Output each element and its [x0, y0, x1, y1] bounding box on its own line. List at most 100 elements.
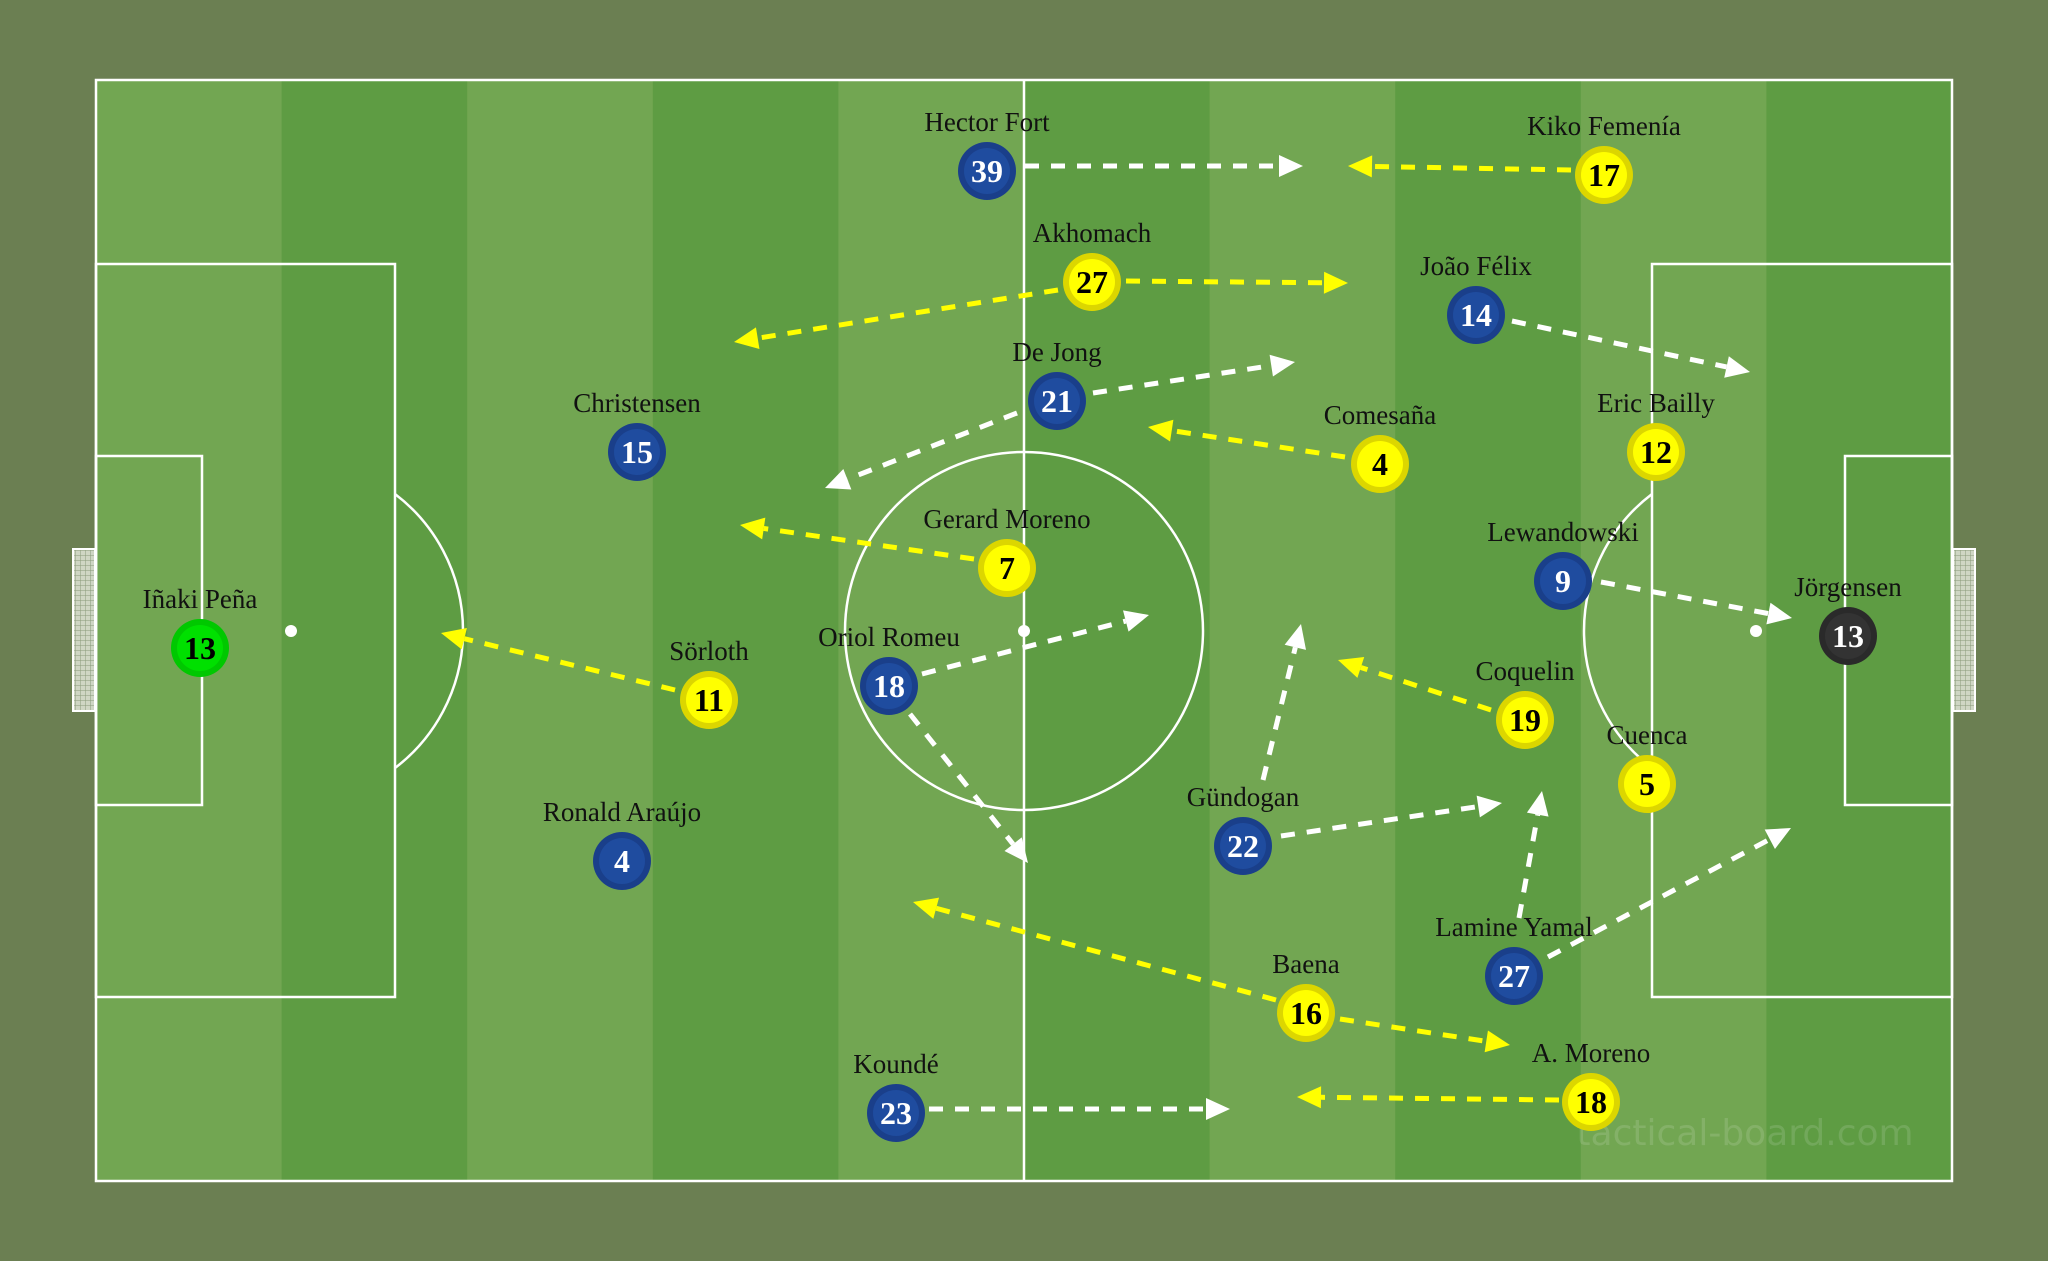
movement-arrow — [929, 1098, 1230, 1120]
arrow-line — [846, 410, 1018, 482]
arrowhead-icon — [1724, 356, 1750, 378]
movement-arrow — [825, 410, 1018, 490]
player-marker-inner — [866, 663, 912, 709]
player-number: 19 — [1509, 702, 1541, 738]
movement-arrow — [1511, 318, 1750, 378]
player-name: Cuenca — [1607, 720, 1688, 750]
player-marker-inner — [1581, 152, 1627, 198]
player-token[interactable]: De Jong 21 — [1012, 337, 1102, 430]
player-number: 27 — [1076, 264, 1108, 300]
player-name: Eric Bailly — [1597, 388, 1715, 418]
movement-arrow — [1125, 271, 1348, 294]
player-number: 4 — [614, 843, 630, 879]
player-number: 14 — [1460, 297, 1492, 333]
movement-arrow — [1025, 155, 1303, 177]
player-name: João Félix — [1420, 251, 1532, 281]
arrow-line — [1125, 278, 1325, 286]
player-marker-inner — [873, 1090, 919, 1136]
arrowhead-icon — [1526, 791, 1549, 817]
center-circle — [843, 450, 1205, 812]
movement-arrow — [740, 517, 975, 562]
player-name: Lamine Yamal — [1435, 912, 1592, 942]
player-token[interactable]: João Félix 14 — [1420, 251, 1532, 344]
player-name: Comesaña — [1324, 400, 1436, 430]
pitch-stripe — [281, 80, 468, 1181]
player-name: Koundé — [853, 1049, 938, 1079]
player-token[interactable]: Christensen 15 — [573, 388, 701, 481]
player-token[interactable]: Ronald Araújo 4 — [543, 797, 701, 890]
movement-arrow — [1546, 828, 1791, 960]
right-penalty-spot — [1750, 625, 1762, 637]
arrowhead-icon — [1338, 656, 1365, 678]
arrowhead-icon — [1004, 837, 1028, 863]
player-number: 18 — [873, 668, 905, 704]
player-number: 9 — [1555, 563, 1571, 599]
arrow-line — [1600, 579, 1769, 617]
player-number: 18 — [1575, 1084, 1607, 1120]
center-spot — [1018, 625, 1030, 637]
movement-arrow — [441, 627, 676, 693]
player-token[interactable]: Coquelin 19 — [1476, 656, 1575, 749]
arrowhead-icon — [1269, 354, 1295, 377]
arrowhead-icon — [1476, 795, 1502, 818]
player-marker-inner — [984, 545, 1030, 591]
player-name: Coquelin — [1476, 656, 1575, 686]
left-penalty-spot — [285, 625, 297, 637]
player-token[interactable]: Lewandowski 9 — [1487, 517, 1639, 610]
arrowhead-icon — [913, 897, 940, 919]
player-number: 15 — [621, 434, 653, 470]
player-marker-inner — [1357, 441, 1403, 487]
movement-arrow — [1260, 624, 1307, 781]
player-token[interactable]: Akhomach 27 — [1033, 218, 1152, 311]
arrow-line — [1371, 163, 1572, 173]
arrow-line — [1092, 363, 1272, 396]
player-name: Lewandowski — [1487, 517, 1638, 547]
pitch-stripe — [1580, 80, 1767, 1181]
player-name: Gündogan — [1187, 782, 1300, 812]
movement-arrow — [921, 610, 1149, 677]
player-name: Christensen — [573, 388, 701, 418]
player-name: Akhomach — [1033, 218, 1152, 248]
player-number: 13 — [184, 630, 216, 666]
player-token[interactable]: Gündogan 22 — [1187, 782, 1300, 875]
pitch-stripe — [652, 80, 839, 1181]
player-name: De Jong — [1012, 337, 1101, 367]
movement-arrow — [1092, 354, 1295, 396]
player-name: Ronald Araújo — [543, 797, 701, 827]
movement-arrow — [1338, 656, 1492, 713]
player-marker-inner — [1491, 953, 1537, 999]
arrow-line — [1260, 646, 1298, 781]
player-marker-inner — [1568, 1079, 1614, 1125]
player-number: 21 — [1041, 383, 1073, 419]
arrowhead-icon — [1323, 271, 1348, 294]
arrowhead-icon — [740, 517, 766, 540]
player-marker-inner — [1453, 292, 1499, 338]
arrowhead-icon — [734, 327, 760, 350]
movement-arrow — [1516, 791, 1549, 919]
movement-arrow — [734, 287, 1059, 350]
player-number: 22 — [1227, 828, 1259, 864]
player-number: 17 — [1588, 157, 1620, 193]
arrow-line — [1516, 814, 1541, 919]
player-number: 7 — [999, 550, 1015, 586]
arrowhead-icon — [1279, 155, 1303, 177]
movement-arrows — [441, 155, 1792, 1120]
player-marker-inner — [1069, 259, 1115, 305]
movement-arrow — [908, 712, 1028, 863]
player-marker-inner — [599, 838, 645, 884]
